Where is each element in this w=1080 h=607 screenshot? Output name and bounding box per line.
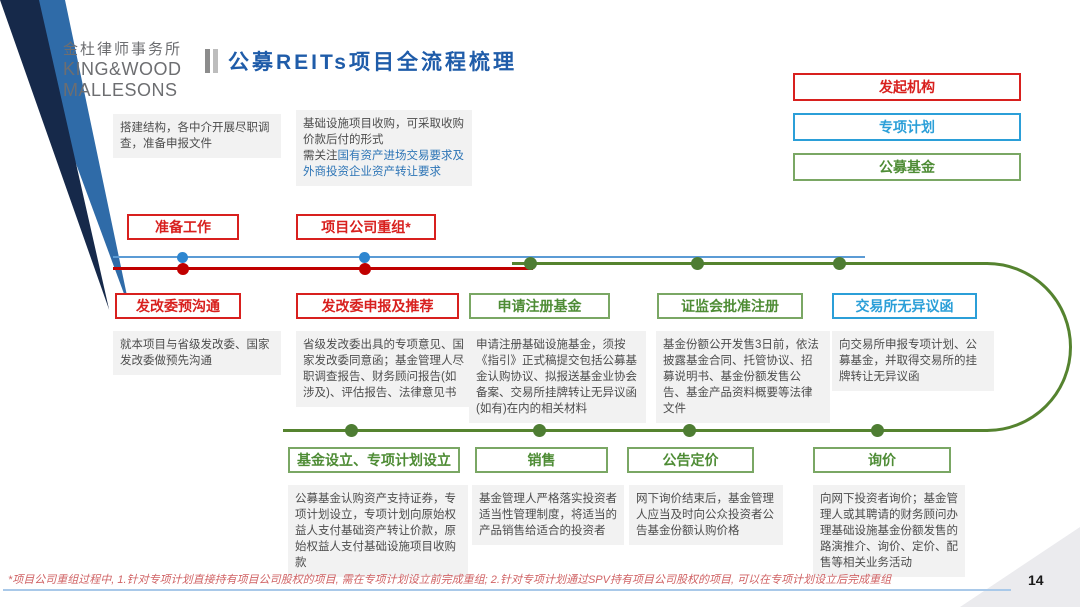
milestone-dot-red <box>359 263 371 275</box>
milestone-dot-green <box>871 424 884 437</box>
milestone-dot-green <box>533 424 546 437</box>
footnote: *项目公司重组过程中, 1.针对专项计划直接持有项目公司股权的项目, 需在专项计… <box>8 574 892 586</box>
page-title: 公募REITs项目全流程梳理 <box>228 51 517 74</box>
legend-public-fund: 公募基金 <box>793 153 1021 181</box>
milestone-dot-green <box>833 257 846 270</box>
timeline-sponsor <box>113 267 533 270</box>
stage-fund-plan-establishment: 基金设立、专项计划设立 <box>288 447 460 473</box>
milestone-dot-green <box>524 257 537 270</box>
stage-exchange-no-objection: 交易所无异议函 <box>832 293 977 319</box>
note-acquisition-prefix: 需关注 <box>303 150 338 163</box>
note-inquiry: 向网下投资者询价；基金管理人或其聘请的财务顾问办理基础设施基金份额发售的路演推介… <box>813 485 965 578</box>
timeline-fund-top <box>512 262 988 265</box>
firm-name-en-line2: MALLESONS <box>63 79 178 100</box>
stage-company-restructuring: 项目公司重组* <box>296 214 436 240</box>
note-acquisition: 基础设施项目收购，可采取收购价款后付的形式 需关注国有资产进场交易要求及外商投资… <box>296 110 472 187</box>
footer-divider <box>3 589 1011 591</box>
stage-sales: 销售 <box>475 447 608 473</box>
firm-logo: 金杜律师事务所 KING&WOOD MALLESONS <box>63 38 182 100</box>
firm-name-en-line1: KING&WOOD <box>63 59 182 79</box>
timeline-special-plan <box>113 256 865 258</box>
note-fund-registration: 申请注册基础设施基金，须按《指引》正式稿提交包括公募基金认购协议、拟报送基金业协… <box>469 331 646 424</box>
stage-inquiry: 询价 <box>813 447 951 473</box>
note-exchange-no-objection: 向交易所申报专项计划、公募基金，并取得交易所的挂牌转让无异议函 <box>832 331 994 392</box>
stage-ndrc-precommunication: 发改委预沟通 <box>115 293 241 319</box>
milestone-dot-red <box>177 263 189 275</box>
note-acquisition-highlight: 国有资产进场交易要求及外商投资企业资产转让要求 <box>303 150 464 179</box>
timeline-fund-bottom <box>283 429 988 432</box>
note-ndrc-filing: 省级发改委出具的专项意见、国家发改委同意函；基金管理人尽职调查报告、财务顾问报告… <box>296 331 472 408</box>
milestone-dot-blue <box>177 252 188 263</box>
stage-csrc-approval: 证监会批准注册 <box>657 293 803 319</box>
legend-sponsor: 发起机构 <box>793 73 1021 101</box>
legend-special-plan: 专项计划 <box>793 113 1021 141</box>
milestone-dot-green <box>345 424 358 437</box>
note-acquisition-line1: 基础设施项目收购，可采取收购价款后付的形式 <box>303 118 464 147</box>
note-ndrc-precommunication: 就本项目与省级发改委、国家发改委做预先沟通 <box>113 331 281 376</box>
stage-ndrc-filing: 发改委申报及推荐 <box>296 293 459 319</box>
title-block: 公募REITs项目全流程梳理 <box>205 46 517 76</box>
title-bar-icon <box>213 49 218 73</box>
stage-fund-registration-application: 申请注册基金 <box>469 293 610 319</box>
note-sales: 基金管理人严格落实投资者适当性管理制度，将适当的产品销售给适合的投资者 <box>472 485 624 546</box>
stage-preparation: 准备工作 <box>127 214 239 240</box>
firm-name-cn: 金杜律师事务所 <box>63 41 183 58</box>
note-csrc-approval: 基金份额公开发售3日前，依法披露基金合同、托管协议、招募说明书、基金份额发售公告… <box>656 331 830 424</box>
title-bar-icon <box>205 49 210 73</box>
note-fund-plan-establishment: 公募基金认购资产支持证券，专项计划设立，专项计划向原始权益人支付基础资产转让价款… <box>288 485 468 578</box>
note-price-announcement: 网下询价结束后，基金管理人应当及时向公众投资者公告基金份额认购价格 <box>629 485 783 546</box>
milestone-dot-green <box>683 424 696 437</box>
bottom-right-triangle-decoration <box>960 527 1080 607</box>
page-number: 14 <box>1028 572 1044 588</box>
note-preparation: 搭建结构，各中介开展尽职调查，准备申报文件 <box>113 114 281 159</box>
stage-price-announcement: 公告定价 <box>627 447 754 473</box>
milestone-dot-green <box>691 257 704 270</box>
milestone-dot-blue <box>359 252 370 263</box>
